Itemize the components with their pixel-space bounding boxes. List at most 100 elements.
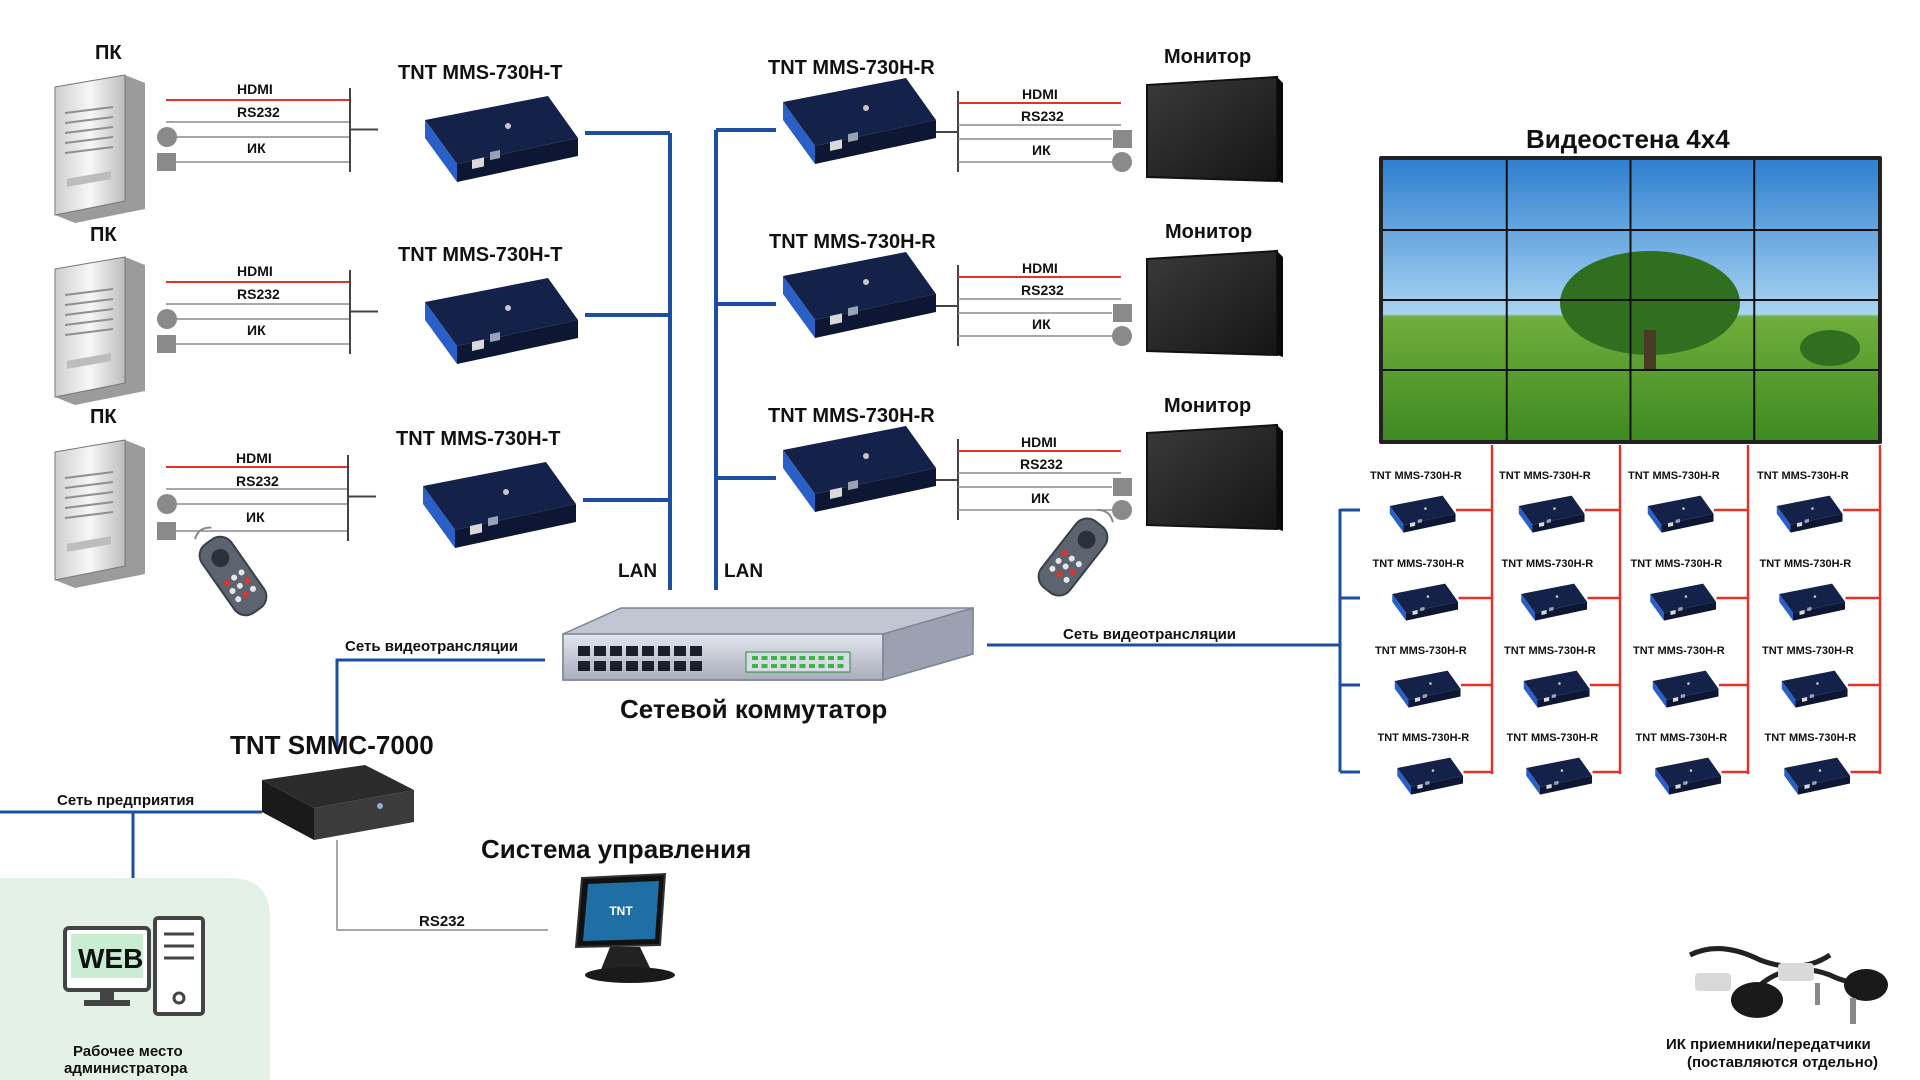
wall-rx-device (1776, 495, 1843, 533)
switch-led-panel (745, 651, 851, 673)
wall-rx-label: TNT MMS-730H-R (1757, 470, 1849, 482)
ir-kit-icon (1688, 946, 1888, 1024)
switch-port (658, 661, 670, 671)
remote-icon-right-key (1075, 561, 1082, 568)
wall-rx-device-side (1389, 505, 1404, 533)
wall-rx-label: TNT MMS-730H-R (1630, 558, 1723, 570)
switch-port (642, 646, 654, 656)
network-switch (562, 607, 974, 681)
rx-device-1 (783, 78, 936, 164)
remote-icon-right-key (1056, 571, 1063, 578)
rx-cable-ir-3: ИК (1031, 490, 1050, 506)
wall-rx-device-front (1661, 513, 1714, 533)
rx-device-2-side (783, 276, 815, 338)
switch-port (610, 646, 622, 656)
wall-rx-device-logo-dot (1811, 507, 1814, 510)
wall-rx-label: TNT MMS-730H-R (1504, 645, 1596, 657)
admin-tower-power (172, 991, 186, 1005)
wall-rx-label: TNT MMS-730H-R (1372, 558, 1465, 570)
ir-emitter-icon (1113, 130, 1132, 148)
wall-rx-device-top (1652, 670, 1719, 700)
wall-rx-device (1392, 583, 1459, 621)
wall-rx-device-front (1669, 775, 1722, 795)
wall-rx-device-port (1538, 522, 1545, 528)
wall-rx-device-port2 (1680, 693, 1685, 699)
monitor-label-2: Монитор (1165, 221, 1253, 243)
switch-led (818, 664, 825, 668)
monitor-1-screen (1146, 75, 1278, 183)
admin-web-label: WEB (78, 943, 144, 974)
wall-rx-device-front (1411, 775, 1464, 795)
wall-rx-device (1655, 757, 1722, 795)
ir-sensor-icon (1112, 152, 1132, 172)
wall-rx-device-logo-dot (1560, 769, 1564, 772)
wall-rx-device-logo-dot (1424, 507, 1427, 510)
pc-label-1: ПК (95, 42, 122, 64)
switch-port (594, 661, 606, 671)
tx-label-3: TNT MMS-730H-T (396, 428, 561, 450)
wall-rx-device-top (1518, 495, 1585, 525)
rx-device-2-port2 (848, 306, 858, 317)
remote-icon-right-key (1068, 555, 1075, 562)
pc-tower-2-vent (64, 318, 114, 326)
wall-rx-device-side (1392, 593, 1407, 621)
wall-rx-device-port2 (1675, 518, 1680, 524)
wall-rx-device-logo-dot (1431, 769, 1435, 772)
rx-device-1-port2 (848, 132, 858, 143)
wall-rx-device-top (1781, 670, 1848, 700)
wall-rx-device-top (1784, 757, 1851, 787)
lan-label-left: LAN (618, 561, 658, 582)
wall-rx-device (1394, 670, 1461, 708)
switch-led (828, 656, 834, 660)
monitor-3-screen (1146, 423, 1278, 531)
rx-label-2: TNT MMS-730H-R (769, 231, 936, 253)
wall-rx-device-port2 (1417, 518, 1422, 524)
ir-kit-jack-2 (1815, 983, 1820, 1005)
controller-rs232-label: RS232 (419, 913, 465, 930)
wall-rx-device (1779, 583, 1846, 621)
remote-icon-right-key (1049, 565, 1056, 572)
wall-rx-device-logo-dot (1818, 769, 1822, 772)
wall-rx-device-top (1655, 757, 1722, 787)
switch-led (818, 656, 825, 660)
switch-led (780, 664, 787, 668)
admin-caption-line1: Рабочее место (73, 1043, 183, 1060)
wall-rx-device-top (1779, 583, 1846, 613)
wall-rx-device-front (1664, 601, 1717, 621)
rx-device-3-logo-dot (863, 453, 869, 459)
rx-cable-rs232-3: RS232 (1020, 456, 1063, 472)
touch-panel-base (585, 967, 675, 983)
controller-led (377, 803, 383, 809)
controller-rs232-cable (336, 840, 548, 931)
switch-port (610, 661, 622, 671)
pc-tower-3-vent (64, 511, 114, 519)
videowall-tree-trunk (1644, 330, 1656, 370)
pc-tower-1-vent (64, 146, 114, 154)
wall-rx-device (1518, 495, 1585, 533)
admin-caption-line2: администратора (64, 1060, 188, 1077)
rx-device-3-side (783, 450, 815, 512)
wall-rx-device-side (1523, 680, 1538, 708)
wall-rx-device-front (1790, 513, 1843, 533)
wall-rx-device-front (1540, 775, 1593, 795)
wall-rx-label: TNT MMS-730H-R (1762, 645, 1854, 657)
wall-rx-device-side (1776, 505, 1791, 533)
wall-rx-device-port2 (1807, 606, 1812, 612)
wall-rx-device-port (1409, 522, 1416, 528)
rx-device-2-front (815, 294, 936, 338)
wall-rx-device (1526, 757, 1593, 795)
rx-cable-ir-1: ИК (1032, 142, 1051, 158)
switch-port (578, 646, 590, 656)
monitor-1-edge (1277, 77, 1283, 183)
switch-led (771, 664, 777, 668)
ir-sensor-icon (1112, 326, 1132, 346)
tx-device-2-front (457, 320, 578, 364)
wall-rx-label: TNT MMS-730H-R (1499, 470, 1591, 482)
stream-net-link-left (335, 658, 545, 752)
enterprise-net-label: Сеть предприятия (57, 792, 195, 809)
switch-port (594, 646, 606, 656)
cable-label-ir-1: ИК (247, 140, 266, 156)
wall-rx-device-port (1412, 610, 1418, 616)
ir-emitter-icon (157, 153, 176, 171)
